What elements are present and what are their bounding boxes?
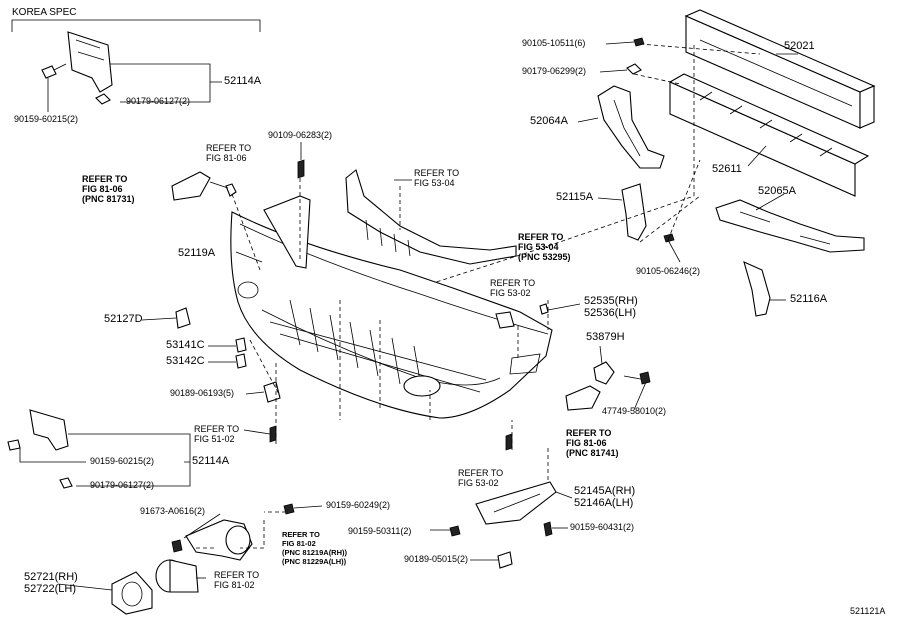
part-label-52611: 52611 [712, 163, 742, 175]
part-label-52021: 52021 [784, 40, 815, 52]
part-label-90159-60215-top: 90159-60215(2) [14, 114, 79, 124]
screw-52535-icon [539, 303, 549, 315]
refer-note-fig5102: REFER TO FIG 51-02 [194, 424, 240, 444]
part-label-90179-06127-top: 90179-06127(2) [126, 96, 191, 106]
clip-53142C [235, 353, 247, 369]
part-label-52065A: 52065A [758, 185, 796, 197]
part-label-52146A: 52146A(LH) [574, 497, 634, 509]
refer-note-pnc81731: REFER TO FIG 81-06 (PNC 81731) [82, 174, 135, 204]
leader-lines [19, 41, 798, 591]
part-label-91673-A0616: 91673-A0616(2) [140, 506, 206, 516]
part-label-53879H: 53879H [586, 331, 625, 343]
part-label-90105-10511: 90105-10511(6) [522, 38, 586, 48]
part-label-52114A-top: 52114A [224, 75, 262, 87]
refer-note-pnc81219a: REFER TO FIG 81-02 (PNC 81219A(RH)) (PNC… [282, 530, 348, 566]
part-label-52119A: 52119A [178, 247, 216, 259]
bracket-52116A [743, 261, 771, 317]
korea-spec-bracket [11, 19, 261, 32]
refer-note-pnc53295: REFER TO FIG 53-04 (PNC 53295) [518, 232, 571, 262]
part-label-52064A: 52064A [530, 115, 568, 127]
license-plate-bracket-top [67, 31, 113, 93]
refer-note-pnc81741: REFER TO FIG 81-06 (PNC 81741) [566, 428, 619, 458]
fog-lamp-cover-52721 [111, 571, 153, 615]
bumper-side-bracket-52145A [475, 481, 557, 525]
bolt-90105-10511-icon [633, 37, 645, 47]
part-label-90179-06299: 90179-06299(2) [522, 66, 587, 76]
refer-note-fig8102: REFER TO FIG 81-02 [214, 570, 260, 590]
screw-90109-icon [297, 159, 305, 179]
side-marker-right [565, 385, 601, 411]
part-label-90159-60215-bottom: 90159-60215(2) [90, 456, 155, 466]
clip-52127D [175, 307, 191, 329]
part-label-53141C: 53141C [166, 339, 205, 351]
license-plate-bracket-bottom [29, 409, 69, 451]
bolt-top-icon [41, 63, 67, 79]
nut-top-icon [95, 93, 111, 105]
part-label-52536: 52536(LH) [584, 307, 636, 319]
fog-lamp-bracket [185, 519, 253, 561]
part-label-90159-50311: 90159-50311(2) [348, 526, 412, 536]
figure-code: 521121A [850, 606, 886, 616]
part-label-52116A: 52116A [790, 293, 828, 305]
part-label-52535: 52535(RH) [584, 295, 638, 307]
nut-90179-06299-icon [626, 63, 642, 75]
refer-note-fig5302-b: REFER TO FIG 53-02 [458, 468, 504, 488]
part-label-90159-60249: 90159-60249(2) [326, 500, 391, 510]
part-label-52115A: 52115A [556, 191, 594, 203]
part-label-90179-06127-bottom: 90179-06127(2) [90, 480, 155, 490]
bolt-90159-50311-icon [449, 525, 461, 537]
part-label-52114A-bottom: 52114A [192, 455, 230, 467]
part-label-90189-06193: 90189-06193(5) [170, 388, 235, 398]
hood-bracket-53879H [593, 361, 615, 385]
dashed-guides [196, 178, 549, 549]
refer-note-fig8106-a: REFER TO FIG 81-06 [206, 143, 252, 163]
refer-note-fig5302-a: REFER TO FIG 53-02 [490, 278, 536, 298]
bracket-52064A [597, 85, 665, 169]
bumper-cover-52119A [230, 211, 553, 419]
part-label-90189-05015: 90189-05015(2) [404, 554, 469, 564]
screw-fig5102-icon [269, 425, 277, 443]
upper-grille [345, 169, 517, 265]
part-label-90105-06246: 90105-06246(2) [636, 266, 701, 276]
part-label-47749-58010: 47749-58010(2) [602, 406, 667, 416]
side-marker-left [171, 171, 211, 201]
bolt-bottom-icon [7, 439, 21, 451]
refer-note-fig5304: REFER TO FIG 53-04 [414, 168, 460, 188]
nut-81731-icon [225, 183, 237, 197]
nut-bottom-icon [59, 477, 73, 489]
upper-trim-left [263, 195, 311, 269]
clip-53141C [235, 337, 247, 353]
bolt-90159-60431-icon [543, 521, 553, 537]
screw-47749-icon [639, 371, 651, 385]
korea-spec-label: KOREA SPEC [12, 7, 77, 18]
bracket-52065A [715, 199, 865, 253]
screw-fig5302-icon [505, 433, 513, 451]
fog-lamp [155, 559, 199, 593]
part-label-52722: 52722(LH) [24, 583, 76, 595]
part-label-90159-60431: 90159-60431(2) [570, 522, 635, 532]
part-label-52127D: 52127D [104, 313, 143, 325]
screw-90159-60249-icon [283, 503, 295, 515]
part-label-52721: 52721(RH) [24, 571, 78, 583]
part-label-90109-06283: 90109-06283(2) [268, 130, 333, 140]
bumper-reinforcement-52021 [684, 9, 876, 129]
part-label-52145A: 52145A(RH) [574, 485, 636, 497]
bumper-absorber-52611 [668, 73, 870, 197]
clip-90189-05015 [497, 551, 513, 569]
clip-52535 [495, 311, 515, 329]
screw-91673-icon [171, 539, 183, 553]
bracket-52115A [621, 183, 647, 241]
part-label-53142C: 53142C [166, 355, 205, 367]
